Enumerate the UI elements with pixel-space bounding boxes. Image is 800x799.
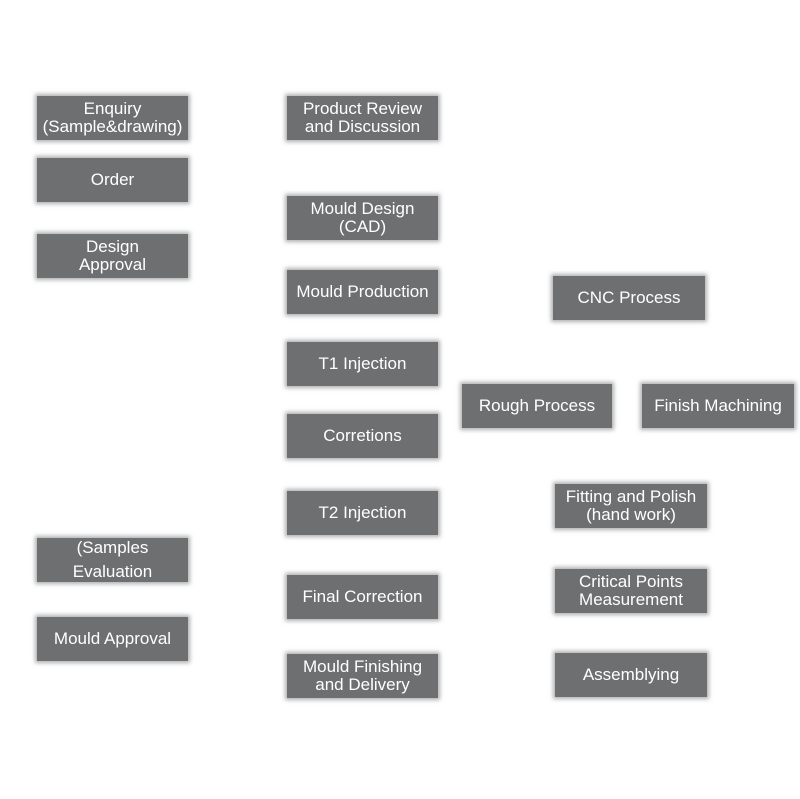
box-fitting-polish-line2: (hand work) [586,505,676,524]
box-t2-injection-label: T2 Injection [318,503,407,522]
box-cnc-process-label: CNC Process [577,288,681,307]
box-design-approval-line2: Approval [78,255,147,274]
box-final-correction-label: Final Correction [302,587,423,606]
box-critical-points-line1: Critical Points [579,572,683,591]
box-mould-approval: Mould Approval [37,617,188,661]
box-mould-production: Mould Production [287,270,438,314]
box-finish-machining-label: Finish Machining [654,396,782,415]
box-design-approval-line1: Design [86,237,139,256]
box-corretions-label: Corretions [323,426,402,445]
box-mould-production-label: Mould Production [296,282,429,301]
box-fitting-polish: Fitting and Polish (hand work) [555,484,707,528]
box-mould-design: Mould Design (CAD) [287,196,438,240]
box-mould-finishing-line1: Mould Finishing [302,657,423,676]
box-samples-evaluation-line2: Evaluation [72,562,153,581]
box-mould-design-line2: (CAD) [338,217,387,236]
box-samples-evaluation: (Samples Evaluation [37,538,188,582]
box-fitting-polish-line1: Fitting and Polish [565,487,697,506]
box-product-review-line2: and Discussion [304,117,421,136]
box-mould-finishing: Mould Finishing and Delivery [287,654,438,698]
box-rough-process-label: Rough Process [478,396,596,415]
box-corretions: Corretions [287,414,438,458]
box-enquiry: Enquiry (Sample&drawing) [37,96,188,140]
box-critical-points-line2: Measurement [579,590,683,609]
box-mould-finishing-line2: and Delivery [315,675,410,694]
box-critical-points: Critical Points Measurement [555,569,707,613]
box-product-review: Product Review and Discussion [287,96,438,140]
box-final-correction: Final Correction [287,575,438,619]
box-product-review-line1: Product Review [302,99,423,118]
box-finish-machining: Finish Machining [642,384,794,428]
box-samples-evaluation-line1: (Samples [76,538,149,557]
box-enquiry-line1: Enquiry [83,99,142,118]
box-mould-design-line1: Mould Design [310,199,415,218]
box-cnc-process: CNC Process [553,276,705,320]
box-order-label: Order [90,170,135,189]
box-design-approval: Design Approval [37,234,188,278]
box-assemblying: Assemblying [555,653,707,697]
box-order: Order [37,158,188,202]
box-t1-injection-label: T1 Injection [318,354,407,373]
box-t2-injection: T2 Injection [287,491,438,535]
box-t1-injection: T1 Injection [287,342,438,386]
box-enquiry-line2: (Sample&drawing) [42,117,183,136]
box-mould-approval-label: Mould Approval [53,629,172,648]
box-rough-process: Rough Process [462,384,612,428]
box-assemblying-label: Assemblying [582,665,680,684]
